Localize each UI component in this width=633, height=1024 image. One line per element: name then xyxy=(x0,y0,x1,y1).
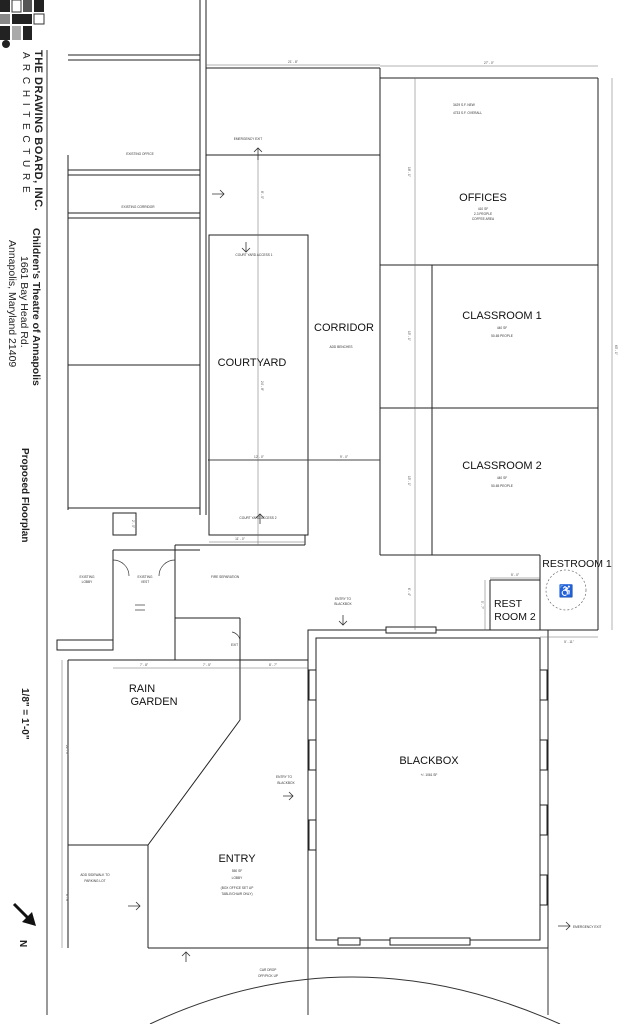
dim-offices-v: 18' - 1" xyxy=(407,167,411,177)
rain-garden-line1: RAIN xyxy=(129,683,155,695)
sqft-overall-note: 4733 S.F. OVERALL xyxy=(453,111,482,115)
dim-courtyard-v: 24' - 8" xyxy=(260,381,264,391)
dim-courtyard-w: 12' - 0" xyxy=(254,455,264,459)
entry-to-blackbox-side-2: BLACKBOX xyxy=(277,781,295,785)
dim-lower-v: 6' - 4" xyxy=(407,588,411,596)
offices-area: 410 SF xyxy=(478,207,488,211)
dim-entry-row-1: 7' - 8" xyxy=(140,663,148,667)
classroom1-occupancy: 50-65 PEOPLE xyxy=(491,334,513,338)
existing-vest-note-2: VEST xyxy=(141,580,149,584)
dim-top-left: 21' - 8" xyxy=(288,60,298,64)
entry-to-blackbox-top-1: ENTRY TO xyxy=(335,597,351,601)
restroom2-label-line2: ROOM 2 xyxy=(494,611,536,623)
dim-entry-row-3: 8' - 7" xyxy=(269,663,277,667)
firm-logo xyxy=(0,0,45,48)
north-label: N xyxy=(17,940,28,948)
classroom1-area: 440 SF xyxy=(497,326,507,330)
dim-restroom2-v: 5' - 7" xyxy=(480,601,484,609)
corridor-note: ADD BENCHES xyxy=(329,345,352,349)
blackbox-label: BLACKBOX xyxy=(399,755,459,767)
entry-label: ENTRY xyxy=(218,853,256,865)
emergency-exit-right-note: EMERGENCY EXIT xyxy=(573,925,602,929)
turning-radius-circle xyxy=(545,569,587,611)
offices-label: OFFICES xyxy=(459,192,507,204)
entry-note2: TABLE/CHAIR ONLY) xyxy=(221,892,252,896)
entry-occupancy: LOBBY xyxy=(232,876,244,880)
dim-left-v2: 6' - 8" xyxy=(65,894,69,902)
dim-classroom2-v: 15' - 1" xyxy=(407,476,411,486)
courtyard-access-1-note: COURT YARD ACCESS 1 xyxy=(235,253,272,257)
car-drop-note-1: CAR DROP xyxy=(260,968,277,972)
rain-garden-line2: GARDEN xyxy=(130,696,177,708)
dim-left-v1: 22' - 0" xyxy=(65,745,69,755)
project-address-1: 1661 Bay Head Rd. xyxy=(18,256,30,348)
classroom2-area: 440 SF xyxy=(497,476,507,480)
classroom2-label: CLASSROOM 2 xyxy=(462,460,541,472)
dim-classroom1-v: 15' - 1" xyxy=(407,331,411,341)
dim-small-v: 2' - 0" xyxy=(131,520,135,528)
offices-occupancy: 2-3 PEOPLE xyxy=(474,212,492,216)
north-arrow-icon xyxy=(12,902,36,926)
fire-separation-note: FIRE SEPARATION xyxy=(211,575,240,579)
entry-to-blackbox-top-2: BLACKBOX xyxy=(334,602,352,606)
doors xyxy=(112,559,241,641)
classroom2-occupancy: 50-65 PEOPLE xyxy=(491,484,513,488)
exit-note: EXIT xyxy=(231,643,238,647)
dim-restroom1-w: 5' - 11" xyxy=(564,640,574,644)
walls xyxy=(56,0,599,949)
blackbox-windows xyxy=(308,626,548,946)
corridor-label: CORRIDOR xyxy=(314,322,374,334)
restroom2-label-line1: REST xyxy=(494,598,523,610)
offices-note: COFFEE AREA xyxy=(472,217,495,221)
existing-office-note: EXISTING OFFICE xyxy=(126,152,153,156)
firm-subtitle: A R C H I T E C T U R E xyxy=(20,52,31,195)
courtyard-access-2-note: COURT YARD ACCESS 2 xyxy=(239,516,276,520)
dim-entry-row-2: 7' - 5" xyxy=(203,663,211,667)
project-address-2: Annapolis, Maryland 21409 xyxy=(6,240,18,368)
dim-top-right: 27' - 0" xyxy=(484,61,494,65)
dim-corridor-v: 8' - 0" xyxy=(260,191,264,199)
car-drop-curve xyxy=(149,976,561,1024)
add-sidewalk-note-1: ADD SIDEWALK TO xyxy=(80,873,110,877)
courtyard-label: COURTYARD xyxy=(218,357,287,369)
project-name: Children's Theatre of Annapolis xyxy=(30,228,42,386)
dim-right-overall: 60' - 1" xyxy=(614,345,618,355)
arrow-icons xyxy=(128,147,571,962)
blackbox-area: +/- 1061 SF xyxy=(421,773,438,777)
entry-note1: (BOX OFFICE SET UP xyxy=(221,886,254,890)
restroom1-label: RESTROOM 1 xyxy=(542,558,612,570)
entry-to-blackbox-side-1: ENTRY TO xyxy=(276,775,292,779)
firm-name: THE DRAWING BOARD, INC. xyxy=(32,50,44,212)
dimension-lines xyxy=(61,64,613,948)
sheet-title: Proposed Floorplan xyxy=(19,448,30,543)
dim-access-w: 11' - 0" xyxy=(235,537,245,541)
dim-corridor-w: 9' - 0" xyxy=(340,455,348,459)
existing-vest-note-1: EXISTING xyxy=(138,575,153,579)
dim-restroom2-w: 5' - 0" xyxy=(511,573,519,577)
accessible-icon: ♿ xyxy=(559,584,574,598)
existing-corridor-note: EXISTING CORRIDOR xyxy=(121,205,155,209)
classroom1-label: CLASSROOM 1 xyxy=(462,310,541,322)
add-sidewalk-note-2: PARKING LOT xyxy=(84,879,105,883)
scale-label: 1/8" = 1'-0" xyxy=(19,688,30,740)
car-drop-note-2: OFF/PICK UP xyxy=(258,974,278,978)
entry-area: 550 SF xyxy=(232,869,242,873)
existing-lobby-note-2: LOBBY xyxy=(82,580,94,584)
emergency-exit-top-note: EMERGENCY EXIT xyxy=(234,137,263,141)
sqft-new-note: 3429 S.F. NEW xyxy=(453,103,475,107)
existing-lobby-note-1: EXISTING xyxy=(80,575,95,579)
